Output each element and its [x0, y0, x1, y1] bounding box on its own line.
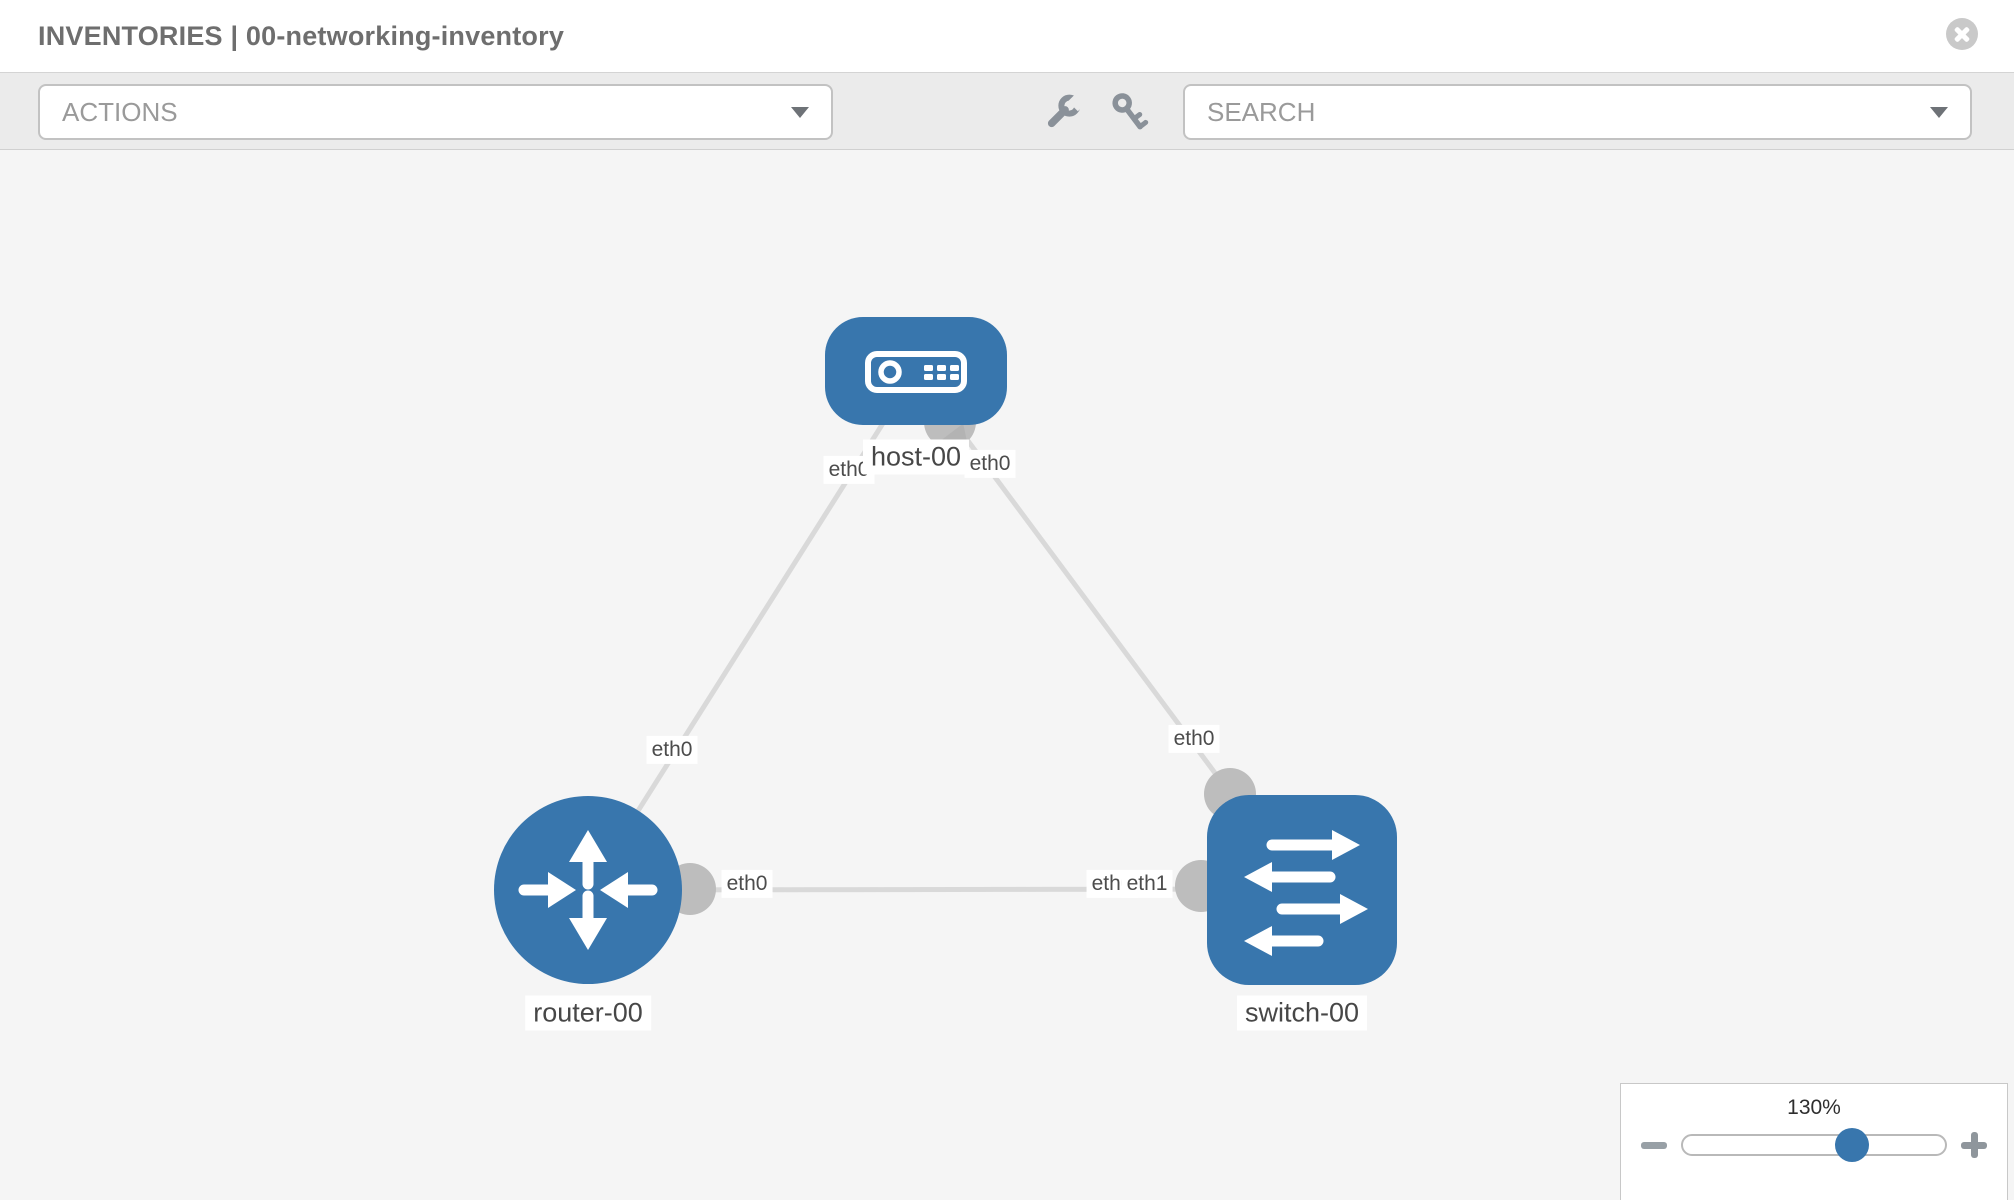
zoom-level-value: 130% — [1787, 1096, 1841, 1119]
node-label-switch-00: switch-00 — [1236, 995, 1368, 1031]
actions-dropdown-label: ACTIONS — [62, 96, 178, 127]
zoom-panel: 130% — [1620, 1083, 2008, 1200]
node-label-host-00: host-00 — [862, 439, 970, 475]
header-bar: INVENTORIES | 00-networking-inventory — [0, 0, 2014, 73]
actions-dropdown[interactable]: ACTIONS — [38, 84, 833, 140]
interface-label-router-eth0: eth0 — [721, 869, 773, 899]
zoom-slider-thumb[interactable] — [1834, 1128, 1869, 1162]
host-icon — [865, 351, 967, 393]
node-host-00[interactable] — [825, 317, 1007, 425]
zoom-out-button[interactable] — [1641, 1141, 1667, 1149]
page-title: INVENTORIES | 00-networking-inventory — [38, 21, 565, 51]
close-button[interactable] — [1946, 18, 1978, 50]
node-label-router-00: router-00 — [525, 995, 651, 1031]
wrench-icon — [1047, 94, 1085, 128]
key-icon — [1112, 93, 1149, 130]
interface-label-switch-eth0: eth0 — [1168, 724, 1220, 754]
switch-icon — [1244, 830, 1368, 956]
chevron-down-icon — [1930, 106, 1948, 118]
search-dropdown[interactable]: SEARCH — [1183, 84, 1972, 140]
zoom-in-button[interactable] — [1961, 1132, 1987, 1158]
node-switch-00[interactable] — [1207, 795, 1397, 985]
interface-label-router-eth0-uplink: eth0 — [646, 735, 698, 765]
search-dropdown-label: SEARCH — [1207, 96, 1316, 127]
zoom-slider[interactable] — [1681, 1128, 1947, 1162]
interface-label-host-eth0-right: eth0 — [964, 449, 1016, 479]
credentials-button[interactable] — [1104, 87, 1154, 137]
interface-label-switch-eth1: eth1 — [1121, 869, 1173, 899]
router-icon — [518, 830, 658, 950]
chevron-down-icon — [791, 106, 809, 118]
configure-button[interactable] — [1038, 87, 1088, 137]
node-router-00[interactable] — [494, 796, 682, 984]
toolbar: ACTIONS SEARCH — [0, 73, 2014, 150]
